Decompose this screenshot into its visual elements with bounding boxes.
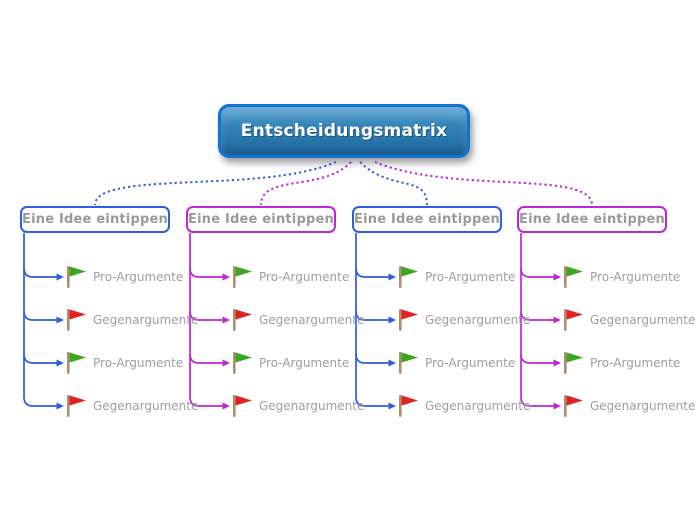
red-flag-icon [67,395,86,417]
argument-topic[interactable]: Gegenargumente [559,393,695,419]
child-connector-tree-3 [355,233,396,410]
argument-topic[interactable]: Gegenargumente [394,307,530,333]
red-flag-icon [67,309,86,331]
child-connector-tree-1 [23,233,64,410]
idea-topic-4[interactable]: Eine Idee eintippen [517,206,667,233]
green-flag-icon [233,266,252,288]
connection-curve-idea-2 [260,161,352,206]
argument-label: Gegenargumente [590,313,696,327]
argument-topic[interactable]: Pro-Argumente [228,264,349,290]
idea-topic-label: Eine Idee eintippen [519,212,665,227]
green-flag-icon [399,352,418,374]
argument-label: Gegenargumente [590,399,696,413]
connection-curve-idea-1 [94,161,337,206]
idea-topic-1[interactable]: Eine Idee eintippen [20,206,170,233]
idea-topic-label: Eine Idee eintippen [354,212,500,227]
child-connector-tree-4 [520,233,561,410]
red-flag-icon [564,395,583,417]
green-flag-icon [399,266,418,288]
argument-topic[interactable]: Pro-Argumente [559,264,680,290]
connection-curve-idea-3 [359,161,428,206]
red-flag-icon [233,395,252,417]
idea-topic-label: Eine Idee eintippen [22,212,168,227]
green-flag-icon [67,266,86,288]
argument-topic[interactable]: Gegenargumente [228,393,364,419]
argument-label: Gegenargumente [425,313,531,327]
argument-label: Gegenargumente [93,313,199,327]
root-topic-label: Entscheidungsmatrix [240,121,448,141]
idea-topic-label: Eine Idee eintippen [188,212,334,227]
green-flag-icon [564,266,583,288]
argument-label: Pro-Argumente [590,270,681,284]
argument-topic[interactable]: Pro-Argumente [394,350,515,376]
argument-topic[interactable]: Pro-Argumente [62,350,183,376]
argument-label: Pro-Argumente [259,356,350,370]
argument-topic[interactable]: Pro-Argumente [62,264,183,290]
argument-label: Gegenargumente [259,399,365,413]
argument-label: Gegenargumente [93,399,199,413]
argument-label: Pro-Argumente [425,356,516,370]
green-flag-icon [564,352,583,374]
argument-topic[interactable]: Gegenargumente [228,307,364,333]
argument-topic[interactable]: Gegenargumente [394,393,530,419]
red-flag-icon [233,309,252,331]
red-flag-icon [399,395,418,417]
argument-topic[interactable]: Gegenargumente [62,393,198,419]
argument-label: Pro-Argumente [259,270,350,284]
argument-topic[interactable]: Gegenargumente [559,307,695,333]
argument-label: Pro-Argumente [93,356,184,370]
root-topic[interactable]: Entscheidungsmatrix [218,104,470,158]
argument-topic[interactable]: Pro-Argumente [394,264,515,290]
child-connector-tree-2 [189,233,230,410]
argument-topic[interactable]: Gegenargumente [62,307,198,333]
idea-topic-2[interactable]: Eine Idee eintippen [186,206,336,233]
idea-topic-3[interactable]: Eine Idee eintippen [352,206,502,233]
argument-label: Gegenargumente [259,313,365,327]
green-flag-icon [233,352,252,374]
green-flag-icon [67,352,86,374]
red-flag-icon [564,309,583,331]
argument-label: Pro-Argumente [93,270,184,284]
argument-label: Pro-Argumente [425,270,516,284]
argument-topic[interactable]: Pro-Argumente [228,350,349,376]
argument-label: Gegenargumente [425,399,531,413]
argument-label: Pro-Argumente [590,356,681,370]
connection-curve-idea-4 [374,161,593,206]
red-flag-icon [399,309,418,331]
argument-topic[interactable]: Pro-Argumente [559,350,680,376]
